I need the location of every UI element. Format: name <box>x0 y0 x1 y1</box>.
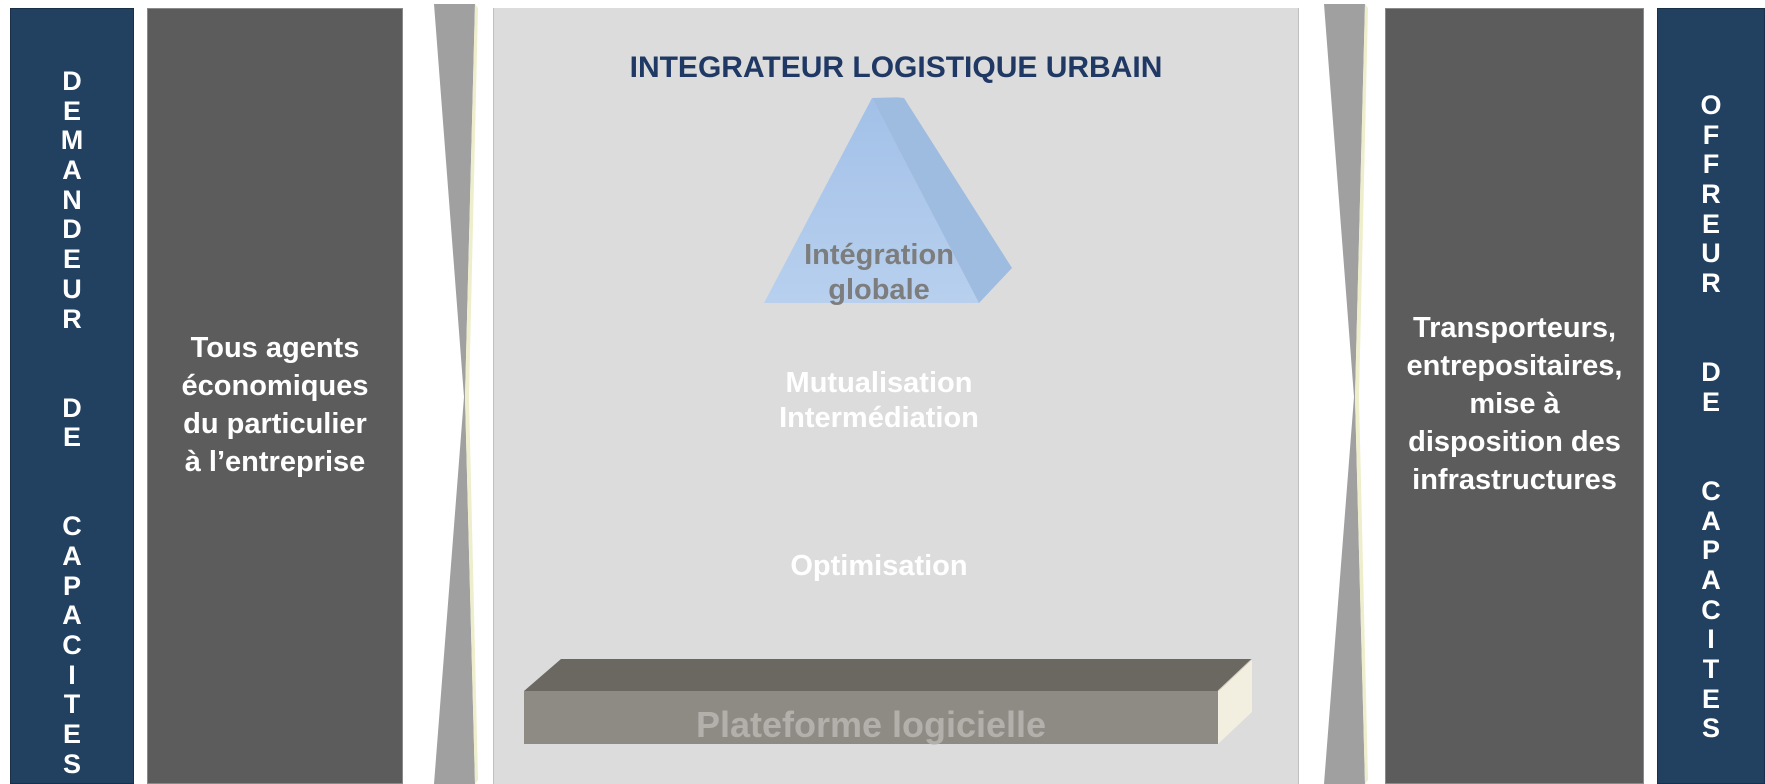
pyramid-front-face <box>764 98 979 303</box>
right-bar-letter: R <box>1701 179 1721 210</box>
left-bar-letter: D <box>62 392 82 423</box>
left-bar-letter: C <box>62 630 82 661</box>
left-bar-letter: D <box>62 214 82 245</box>
left-panel: Tous agents économiques du particulier à… <box>147 8 403 784</box>
left-panel-text: Tous agents économiques du particulier à… <box>148 329 402 481</box>
left-panel-line: Tous agents <box>190 332 360 364</box>
platform-end-face <box>1218 659 1252 744</box>
right-panel-line: infrastructures <box>1412 464 1617 496</box>
right-bar-letter: F <box>1702 119 1720 150</box>
pyramid <box>764 97 1012 303</box>
right-panel: Transporteurs, entrepositaires, mise à d… <box>1385 8 1644 784</box>
left-bar-letter: E <box>62 719 81 750</box>
pyramid-top-line: Intégration <box>804 239 954 271</box>
left-bar-letter: R <box>62 303 82 334</box>
left-panel-line: économiques <box>181 370 369 402</box>
pyramid-side-face <box>872 98 1012 303</box>
right-bar-letter: F <box>1702 149 1720 180</box>
right-panel-line: entrepositaires, <box>1406 350 1623 382</box>
left-bar-letter: N <box>62 184 82 215</box>
pyramid-middle-line: Intermédiation <box>779 402 979 434</box>
pyramid-top-line: globale <box>828 274 930 306</box>
platform-label: Plateforme logicielle <box>695 704 1047 745</box>
right-bar-letter: U <box>1701 238 1721 269</box>
right-bar-letter: E <box>1701 683 1720 714</box>
left-bar-letter: E <box>62 95 81 126</box>
right-bar-letter: R <box>1701 268 1721 299</box>
left-bar-letter: P <box>62 570 81 601</box>
right-bar-letter: A <box>1701 505 1721 536</box>
left-bar-letter: E <box>62 422 81 453</box>
left-bar-letter: A <box>62 155 82 186</box>
platform-top-face <box>524 659 1252 691</box>
right-bar-letter: T <box>1702 654 1720 685</box>
left-bar-letter: A <box>62 600 82 631</box>
left-bar-letter: I <box>68 659 76 690</box>
right-bar-letter: O <box>1700 90 1722 120</box>
right-bar-letter: C <box>1701 475 1721 506</box>
platform-bar <box>524 658 1253 744</box>
left-arrow <box>434 4 478 784</box>
right-bar-letter: I <box>1707 624 1715 655</box>
left-bar-letter: A <box>62 541 82 571</box>
left-bar-letter: M <box>60 125 84 156</box>
left-bar-letter: C <box>62 511 82 542</box>
pyramid-bottom-label: Optimisation <box>790 550 968 582</box>
right-panel-line: mise à <box>1469 388 1560 420</box>
pyramid-middle-line: Mutualisation <box>785 367 973 399</box>
left-bar-letter: U <box>62 273 82 304</box>
right-bar-letter: E <box>1701 386 1720 417</box>
central-box: INTEGRATEUR LOGISTIQUE URBAIN Intégratio… <box>493 8 1299 784</box>
right-panel-text: Transporteurs, entrepositaires, mise à d… <box>1386 309 1643 499</box>
right-bar-letter: C <box>1701 594 1721 625</box>
pyramid-middle-label: Mutualisation Intermédiation <box>734 366 1024 436</box>
pyramid-top-label: Intégration globale <box>754 238 1004 308</box>
right-bar-letter: E <box>1701 208 1720 239</box>
left-bar-letter: T <box>63 689 81 720</box>
platform-front-face <box>524 691 1218 744</box>
right-bar-letter: S <box>1701 713 1720 744</box>
right-panel-line: Transporteurs, <box>1412 312 1617 344</box>
left-panel-line: du particulier <box>183 408 367 440</box>
right-panel-line: disposition des <box>1408 426 1621 458</box>
left-panel-line: à l’entreprise <box>184 446 366 478</box>
right-bar-letter: P <box>1701 535 1720 566</box>
left-bar-letter: E <box>62 244 81 275</box>
diagram-title: INTEGRATEUR LOGISTIQUE URBAIN <box>629 51 1163 84</box>
right-bar-letter: A <box>1701 565 1721 595</box>
right-arrow <box>1324 4 1368 784</box>
left-bar-letter: S <box>62 748 81 779</box>
left-bar-letter: D <box>62 66 82 96</box>
right-bar-letter: D <box>1701 357 1721 388</box>
